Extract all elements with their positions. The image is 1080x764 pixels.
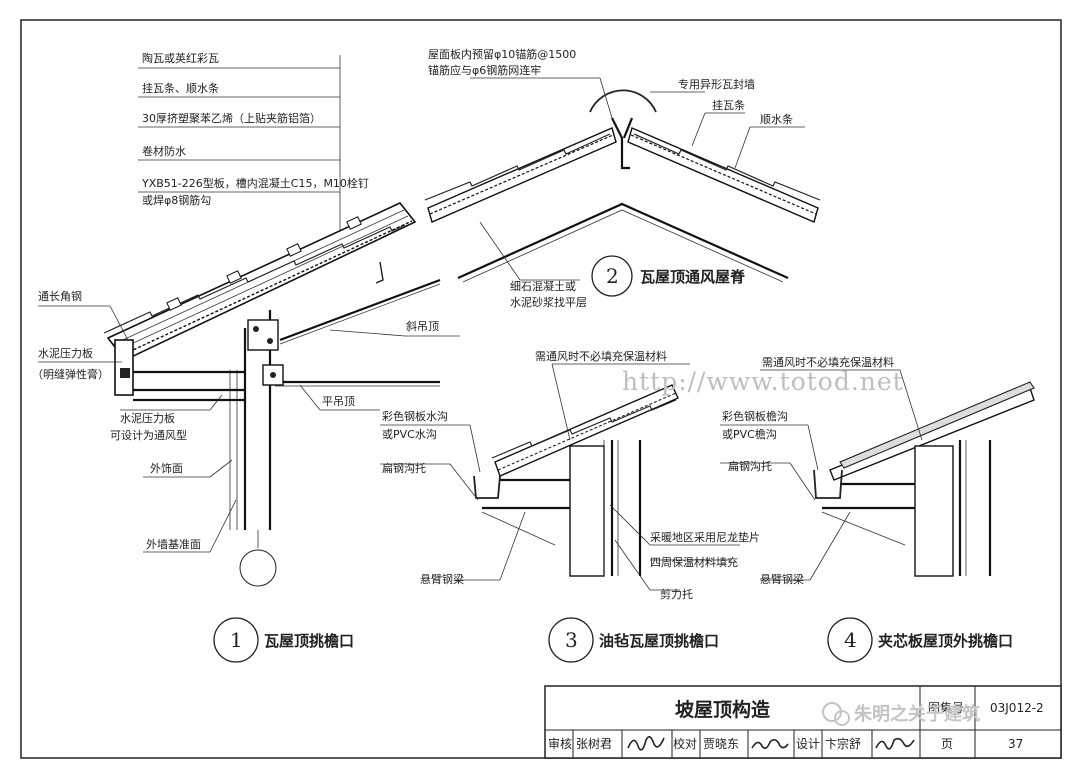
label-counter: 顺水条 [760, 112, 793, 126]
label-insulation: 30厚挤塑聚苯乙烯（上贴夹筋铝箔） [142, 111, 321, 125]
wechat-icon [822, 702, 850, 726]
label-3-fill: 四周保温材料填充 [650, 555, 738, 569]
label-4-gutter-2: 或PVC檐沟 [722, 427, 777, 441]
label-4-gutter-1: 彩色钢板檐沟 [722, 409, 788, 423]
review-name: 张树君 [576, 736, 612, 751]
label-3-support: 扁钢沟托 [382, 461, 426, 475]
page-number: 37 [1008, 737, 1023, 751]
watermark-url: http://www.totod.net [622, 367, 904, 396]
label-cement-board-note: （明缝弹性膏） [32, 367, 109, 381]
detail-4-number: 4 [844, 628, 857, 652]
label-tile: 陶瓦或英红彩瓦 [142, 51, 219, 65]
detail-2-drawing [424, 77, 821, 297]
label-3-beam: 悬臂钢梁 [420, 572, 464, 586]
detail-2-caption: 瓦屋顶通风屋脊 [640, 268, 746, 286]
label-slab-2: 或焊φ8钢筋勾 [142, 193, 211, 207]
detail-4-drawing [720, 369, 1035, 581]
label-rebar-1: 屋面板内预留φ10锚筋@1500 [428, 47, 576, 61]
detail-1-caption: 瓦屋顶挑檐口 [264, 632, 354, 650]
label-4-vent-note: 需通风时不必填充保温材料 [762, 355, 894, 369]
check-name: 贾晓东 [703, 737, 739, 751]
label-facing: 外饰面 [150, 461, 183, 475]
label-cement-board: 水泥压力板 [38, 346, 93, 360]
watermark-channel: 朱明之关于建筑 [854, 703, 980, 725]
review-label: 审核 [548, 736, 572, 751]
detail-2-number: 2 [606, 264, 619, 288]
sheet-border [20, 19, 1062, 759]
label-screed-2: 水泥砂浆找平层 [510, 295, 587, 309]
label-angle: 通长角钢 [38, 290, 82, 303]
atlas-label: 图集号 [928, 700, 964, 715]
label-battens: 挂瓦条、顺水条 [142, 81, 219, 95]
detail-1-drawing [38, 55, 460, 587]
label-slope-ceiling: 斜吊顶 [406, 320, 439, 333]
label-rebar-2: 锚筋应与φ6钢筋网连牢 [428, 63, 541, 77]
design-label: 设计 [796, 737, 820, 751]
label-3-gutter-1: 彩色钢板水沟 [382, 409, 448, 423]
label-base: 外墙基准面 [146, 537, 201, 551]
atlas-number: 03J012-2 [990, 701, 1044, 715]
detail-3-drawing [380, 363, 740, 591]
page-label: 页 [941, 737, 953, 751]
label-3-shear: 剪力托 [660, 587, 693, 601]
drawing-title: 坡屋顶构造 [675, 698, 771, 721]
label-slab-1: YXB51-226型板，槽内混凝土C15，M10栓钉 [141, 176, 369, 190]
label-seal: 专用异形瓦封墙 [678, 77, 755, 91]
label-4-support: 扁钢沟托 [728, 459, 772, 473]
detail-1-number: 1 [230, 628, 243, 652]
detail-3-caption: 油毡瓦屋顶挑檐口 [599, 632, 719, 650]
label-3-vent-note: 需通风时不必填充保温材料 [535, 349, 667, 363]
label-waterproof: 卷材防水 [142, 144, 186, 158]
label-batten: 挂瓦条 [712, 98, 745, 112]
detail-4-caption: 夹芯板屋顶外挑檐口 [878, 632, 1013, 650]
detail-3-number: 3 [565, 628, 578, 652]
label-cement-board-2: 水泥压力板 [120, 411, 175, 425]
label-4-beam: 悬臂钢梁 [760, 572, 804, 586]
check-label: 校对 [673, 736, 697, 751]
title-block [544, 685, 1062, 759]
label-cement-board-2-note: 可设计为通风型 [110, 428, 187, 442]
label-screed-1: 细石混凝土或 [510, 279, 576, 293]
design-name: 卞宗舒 [825, 736, 861, 751]
label-3-gutter-2: 或PVC水沟 [382, 428, 437, 441]
label-flat-ceiling: 平吊顶 [322, 395, 355, 408]
label-3-pad: 采暖地区采用尼龙垫片 [650, 530, 760, 544]
